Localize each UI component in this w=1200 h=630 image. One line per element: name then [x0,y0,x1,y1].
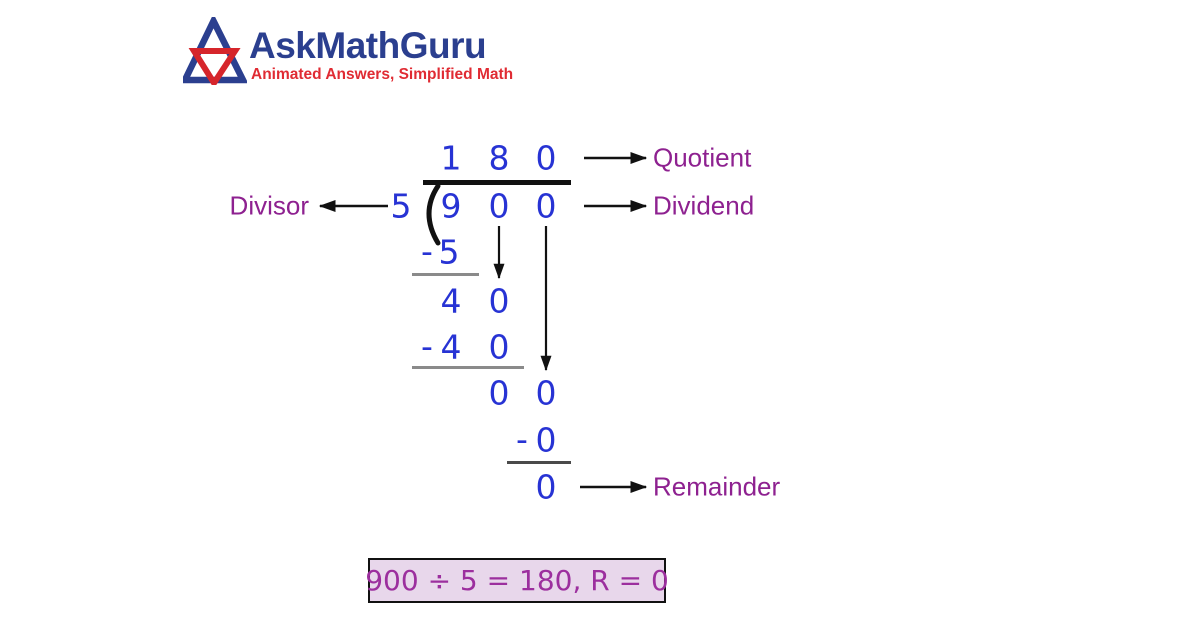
summary-box: 900 ÷ 5 = 180, R = 0 [365,558,669,603]
work-digit: 0 [535,373,557,413]
summary-equation: 900 ÷ 5 = 180, R = 0 [365,564,669,597]
remainder-label: Remainder [653,471,781,502]
quotient-digit: 1 [440,138,462,178]
minus-sign: - [516,419,528,459]
work-digit: 0 [488,327,510,367]
remainder-digit: 0 [535,467,557,507]
subtraction-line [412,366,524,369]
subtraction-line [507,461,571,464]
divisor-label: Divisor [229,190,309,221]
minus-sign: - [421,231,433,271]
work-digit: 4 [440,327,462,367]
work-digit: 5 [438,232,460,272]
subtraction-line [412,273,479,276]
dividend-label: Dividend [653,190,755,221]
divisor-digit: 5 [390,186,412,226]
division-bar [423,180,571,185]
dividend-digit: 9 [440,186,462,226]
dividend-digit: 0 [488,186,510,226]
work-digit: 0 [535,420,557,460]
logo-triangle-icon [183,17,247,85]
logo-tagline: Animated Answers, Simplified Math [251,66,514,83]
work-digit: 4 [440,281,462,321]
dividend-digit: 0 [535,186,557,226]
minus-sign: - [421,326,433,366]
quotient-digit: 8 [488,138,510,178]
quotient-digit: 0 [535,138,557,178]
logo-title: AskMathGuru [249,25,487,66]
quotient-label: Quotient [653,142,752,173]
work-digit: 0 [488,373,510,413]
work-digit: 0 [488,281,510,321]
